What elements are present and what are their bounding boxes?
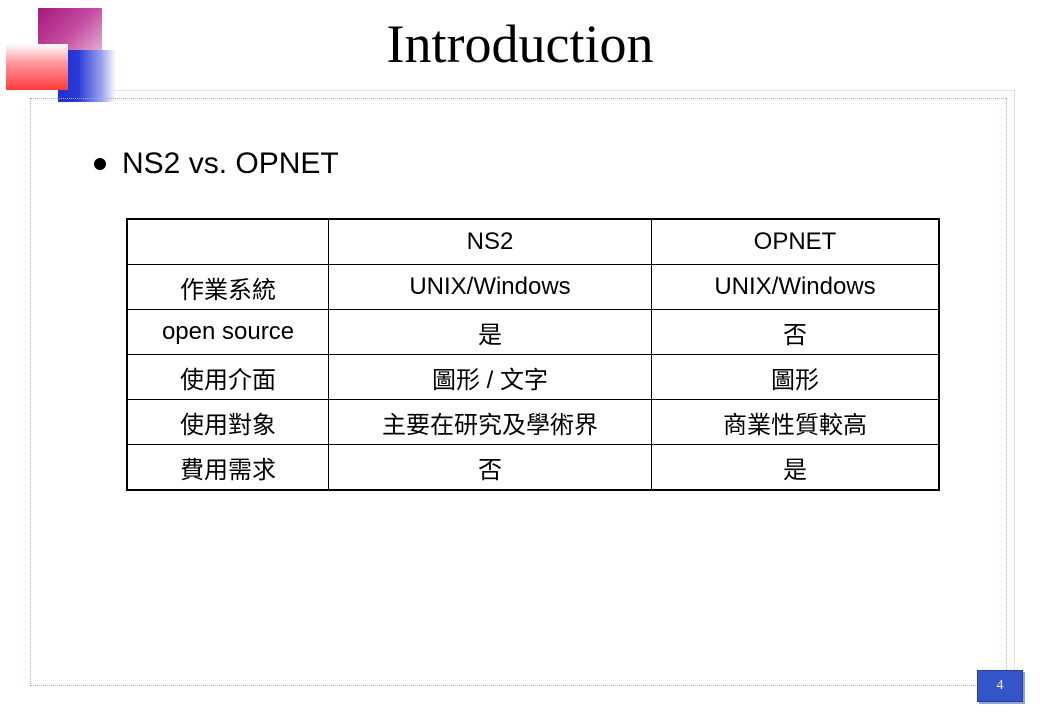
bullet-dot-icon xyxy=(94,158,106,170)
table-cell: 否 xyxy=(328,444,652,491)
table-row: open source 是 否 xyxy=(126,309,940,355)
slide-title: Introduction xyxy=(386,14,654,74)
table-cell: 主要在研究及學術界 xyxy=(328,399,652,445)
table-cell: UNIX/Windows xyxy=(651,264,940,310)
table-row: 使用介面 圖形 / 文字 圖形 xyxy=(126,354,940,400)
table-cell: 圖形 xyxy=(651,354,940,400)
table-cell: 是 xyxy=(328,309,652,355)
frame-line xyxy=(108,90,1014,91)
table-header-cell: OPNET xyxy=(651,218,940,265)
table-row: 使用對象 主要在研究及學術界 商業性質較高 xyxy=(126,399,940,445)
table-cell: 作業系統 xyxy=(126,264,329,310)
table-cell: UNIX/Windows xyxy=(328,264,652,310)
table-header-row: NS2 OPNET xyxy=(126,218,940,265)
table-cell: 否 xyxy=(651,309,940,355)
table-cell: open source xyxy=(126,309,329,355)
bullet-text: NS2 vs. OPNET xyxy=(122,147,339,180)
comparison-table: NS2 OPNET 作業系統 UNIX/Windows UNIX/Windows… xyxy=(126,218,940,491)
frame-line xyxy=(30,98,1006,99)
table-header-cell xyxy=(126,218,329,265)
table-cell: 圖形 / 文字 xyxy=(328,354,652,400)
decorative-red-square xyxy=(6,44,68,90)
table-cell: 商業性質較高 xyxy=(651,399,940,445)
table-cell: 是 xyxy=(651,444,940,491)
table-header-cell: NS2 xyxy=(328,218,652,265)
frame-line xyxy=(1006,98,1007,686)
frame-line xyxy=(30,685,1006,686)
table-cell: 使用介面 xyxy=(126,354,329,400)
frame-line xyxy=(30,98,31,686)
frame-line xyxy=(1014,90,1015,670)
table-cell: 費用需求 xyxy=(126,444,329,491)
table-cell: 使用對象 xyxy=(126,399,329,445)
table-row: 費用需求 否 是 xyxy=(126,444,940,491)
page-number-badge: 4 xyxy=(977,670,1023,702)
table-row: 作業系統 UNIX/Windows UNIX/Windows xyxy=(126,264,940,310)
bullet-item: NS2 vs. OPNET xyxy=(94,142,339,186)
page-number: 4 xyxy=(996,678,1004,693)
